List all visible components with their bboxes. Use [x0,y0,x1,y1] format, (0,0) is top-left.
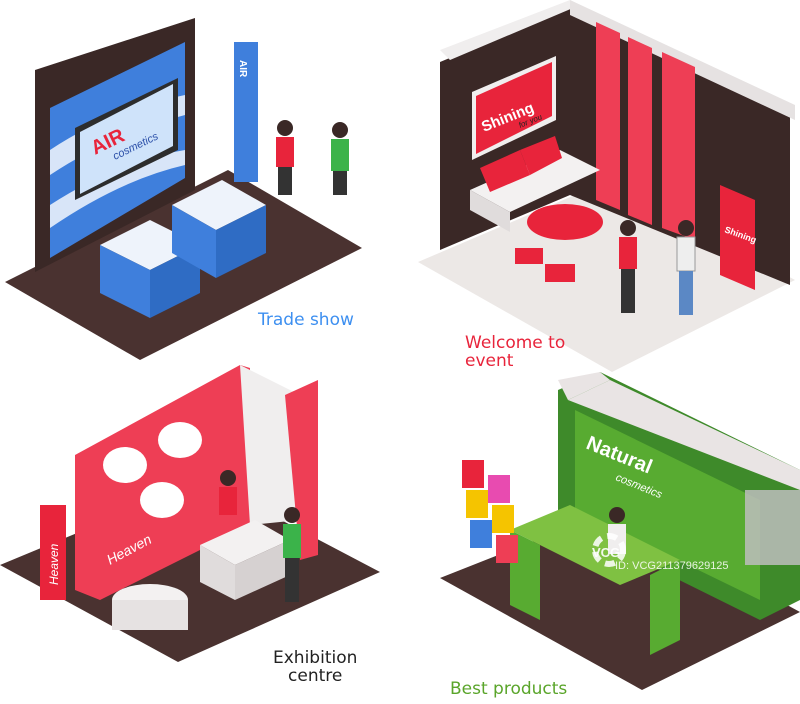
trade-show-caption: Trade show [258,310,354,330]
exhibition-scene: Heaven Heaven [0,365,380,662]
watermark-logo: VCG [592,545,621,560]
welcome-caption-line1: Welcome to [465,333,566,353]
best-products-scene: Natural cosmetics [440,372,800,690]
exhibition-caption: Exhibition centre [273,649,357,685]
event-scene: Shining for you Shining [418,0,795,372]
best-products-caption: Best products [450,679,568,699]
welcome-caption-line2: event [465,351,514,371]
watermark-id: ID: VCG211379629125 [615,560,729,572]
trade-show-scene: AIR cosmetics AIR [5,18,362,360]
heaven-flag-text: Heaven [47,543,61,585]
welcome-caption: Welcome to event [465,334,565,370]
exhibition-caption-line1: Exhibition [273,648,358,668]
exhibition-caption-line2: centre [288,666,343,686]
air-flag-text: AIR [237,60,248,78]
